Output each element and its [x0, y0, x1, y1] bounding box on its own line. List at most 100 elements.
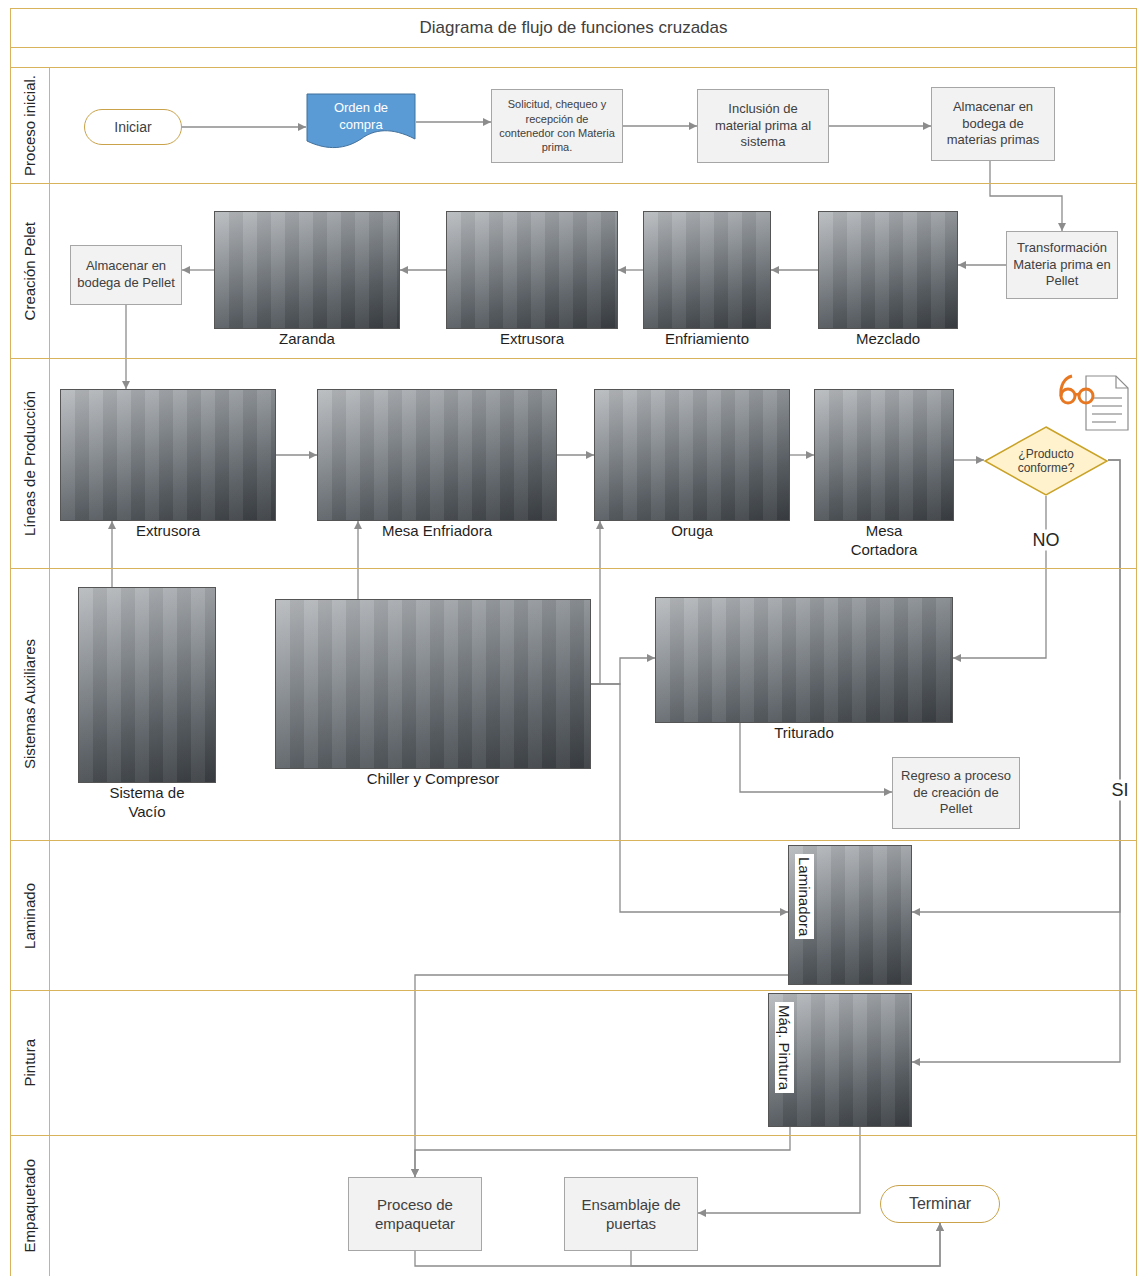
flow-connector [623, 122, 697, 130]
arrow-head [806, 451, 814, 459]
arrow-head [953, 654, 961, 662]
shape-outline [985, 427, 1107, 495]
node-text: Almacenar en bodega de Pellet [77, 258, 175, 292]
arrow-head [912, 1058, 920, 1066]
node-text: Orden de compra [312, 100, 410, 134]
lane-header: Proceso inicial. [10, 68, 50, 183]
arrow-head [596, 521, 604, 529]
flow-connector [411, 975, 788, 1177]
flow-connector [790, 451, 814, 459]
node-text: Regreso a proceso de creación de Pellet [899, 768, 1013, 819]
node-text: Proceso de empaquetar [355, 1195, 475, 1234]
flow-connector [698, 1127, 860, 1217]
flow-connector [958, 261, 1006, 269]
machine-photo: Zaranda [214, 211, 400, 329]
swimlane: Líneas de ProducciónExtrusora Mesa Enfria… [10, 358, 1137, 568]
decision-diamond: ¿Producto conforme? [984, 426, 1108, 496]
lane-header: Pintura [10, 991, 50, 1135]
flow-connector [276, 451, 317, 459]
connector-line [357, 521, 358, 599]
edge-label: NO [1030, 530, 1063, 551]
lane-label: Creación Pelet [21, 222, 38, 320]
process-box: Almacenar en bodega de Pellet [70, 245, 182, 305]
photo-caption: Enfriamiento [643, 330, 771, 349]
process-box: Almacenar en bodega de materias primas [931, 87, 1055, 161]
flow-connector [416, 118, 491, 126]
machine-photo: Mezclado [818, 211, 958, 329]
machine-photo: Triturado [655, 597, 953, 723]
photo-caption: Mesa Enfriadora [317, 522, 557, 541]
arrow-head [586, 451, 594, 459]
flow-connector [122, 305, 130, 389]
document-icon [1061, 376, 1128, 430]
lane-label: Sistemas Auxiliares [21, 639, 38, 769]
arrow-head [309, 451, 317, 459]
flow-connector [618, 266, 643, 274]
machine-photo: Chiller y Compresor [275, 599, 591, 769]
terminal-pill: Iniciar [84, 109, 182, 145]
node-text: Solicitud, chequeo y recepción de conten… [498, 97, 616, 154]
machine-photo: Enfriamiento [643, 211, 771, 329]
flow-connector [354, 521, 362, 599]
arrow-head [689, 122, 697, 130]
connector-line [125, 305, 126, 389]
lane-header: Sistemas Auxiliares [10, 569, 50, 840]
machine-photo: Sistema de Vacío [78, 587, 216, 783]
flow-connector [182, 123, 306, 131]
node-text: Iniciar [114, 119, 151, 135]
lane-header: Laminado [10, 841, 50, 990]
photo-caption: Triturado [655, 724, 953, 743]
process-box: Ensamblaje de puertas [564, 1177, 698, 1251]
flow-connector [829, 122, 931, 130]
arrow-head [411, 1169, 419, 1177]
arrow-head [958, 261, 966, 269]
arrow-head [912, 908, 920, 916]
arrow-head [400, 266, 408, 274]
lane-header: Líneas de Producción [10, 359, 50, 568]
flow-connector [591, 521, 604, 684]
arrow-head [411, 1169, 419, 1177]
shape-outline [307, 94, 415, 148]
arrow-head [108, 521, 116, 529]
swimlane: Proceso inicial. Iniciar Orden de compra So… [10, 67, 1137, 183]
swimlane: Laminado Laminadora [10, 840, 1137, 990]
lane-label: Empaquetado [21, 1159, 38, 1252]
flow-connector [954, 456, 984, 464]
machine-photo: Laminadora [788, 845, 912, 985]
photo-caption: Zaranda [214, 330, 400, 349]
photo-caption: Oruga [594, 522, 790, 541]
process-box: Regreso a proceso de creación de Pellet [892, 757, 1020, 829]
lane-header: Empaquetado [10, 1136, 50, 1276]
flow-connector [400, 266, 446, 274]
machine-photo: Mesa Enfriadora [317, 389, 557, 521]
node-text: Transformación Materia prima en Pellet [1013, 240, 1111, 291]
lane-header: Creación Pelet [10, 184, 50, 358]
connector-line [182, 126, 306, 127]
arrow-head [354, 521, 362, 529]
flow-connector [771, 266, 818, 274]
arrow-head [936, 1223, 944, 1231]
connector-line [698, 1127, 860, 1213]
arrow-head [182, 266, 190, 274]
connector-line [591, 521, 600, 684]
flow-connector [953, 496, 1046, 662]
process-box: Proceso de empaquetar [348, 1177, 482, 1251]
arrow-head [483, 118, 491, 126]
arrow-head [936, 1223, 944, 1231]
diagram-title: Diagrama de flujo de funciones cruzadas [419, 18, 727, 38]
photo-caption: Sistema de Vacío [97, 784, 197, 822]
photo-caption: Extrusora [60, 522, 276, 541]
swimlane: PinturaMáq. Pintura [10, 990, 1137, 1135]
arrow-head [647, 654, 655, 662]
flow-connector [990, 161, 1066, 231]
lane-label: Laminado [21, 883, 38, 949]
flow-connector [182, 266, 214, 274]
arrow-head [780, 908, 788, 916]
machine-photo: Oruga [594, 389, 790, 521]
process-box: Transformación Materia prima en Pellet [1006, 231, 1118, 299]
arrow-head [1058, 223, 1066, 231]
arrow-head [122, 381, 130, 389]
node-text: Ensamblaje de puertas [571, 1195, 691, 1234]
node-text: ¿Producto conforme? [1008, 447, 1084, 476]
connector-line [953, 496, 1046, 658]
